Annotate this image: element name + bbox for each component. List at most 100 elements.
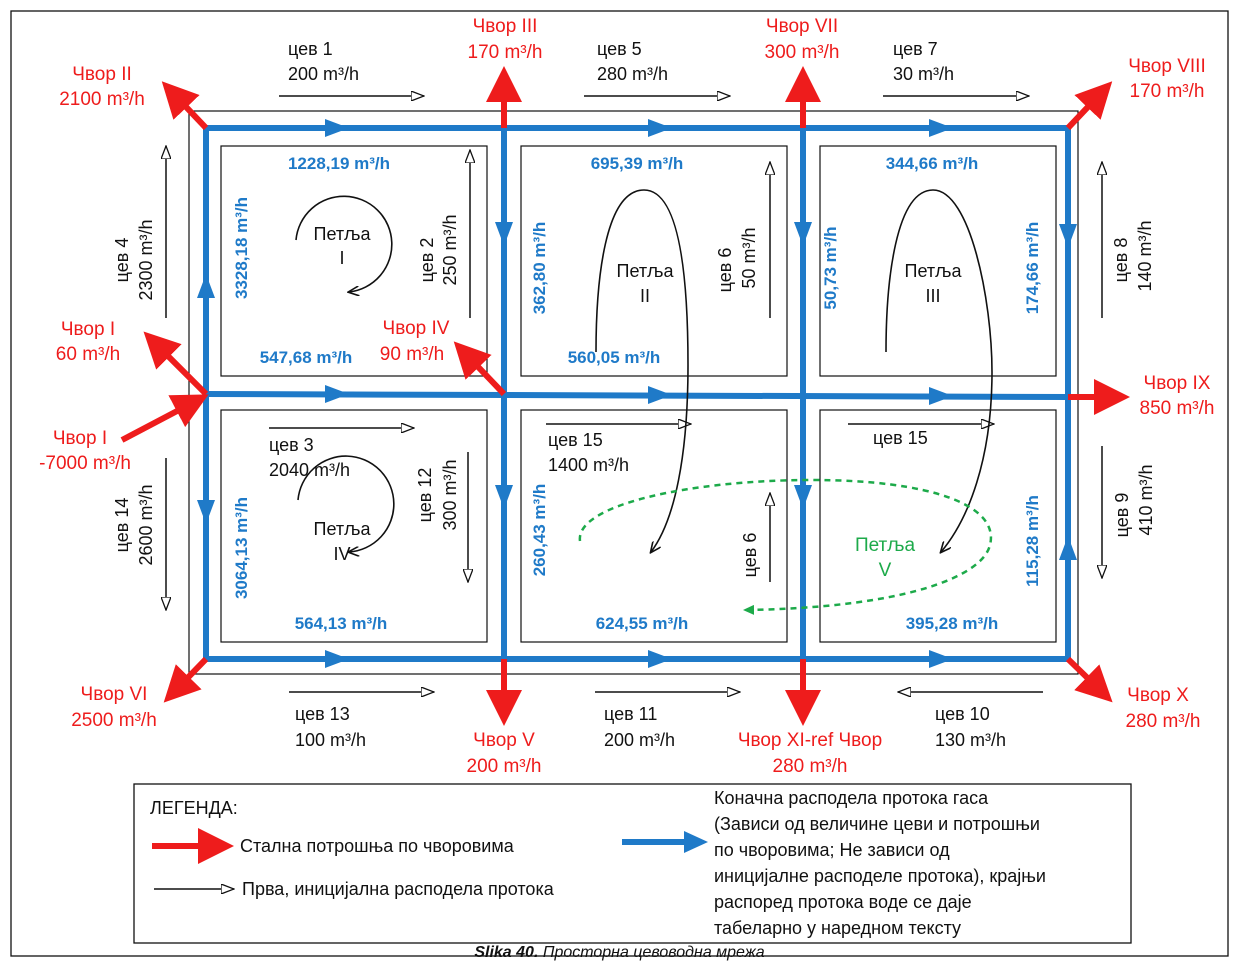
loop-IV-word: Петља: [314, 519, 372, 539]
legend-title: ЛЕГЕНДА:: [150, 798, 238, 818]
pipe-15-flow: 1400 m³/h: [548, 455, 629, 475]
flow-bot-2: 624,55 m³/h: [596, 614, 689, 633]
loop-V-number: V: [879, 560, 892, 581]
flow-col1-upper: 362,80 m³/h: [530, 222, 549, 315]
final-flow-direction-arrows: [197, 119, 1077, 668]
flow-col2-upper: 50,73 m³/h: [821, 226, 840, 309]
node-I-name: Чвор I: [61, 319, 115, 340]
blue-arrow-right: [325, 385, 349, 403]
pipe-1-flow: 200 m³/h: [288, 64, 359, 84]
red-arrow-node-VIII: [1065, 81, 1113, 131]
blue-arrow-up: [197, 274, 215, 298]
red-arrow-node-X: [1065, 656, 1113, 703]
blue-arrow-up: [1059, 536, 1077, 560]
legend-blue-line-1: Коначна расподела протока гаса: [714, 788, 989, 808]
node-V-flow: 200 m³/h: [467, 756, 542, 777]
pipe-9-flow: 410 m³/h: [1136, 464, 1156, 535]
caption-text: Просторна цевоводна мрежа: [542, 944, 765, 961]
pipe-13-name: цев 13: [295, 704, 350, 724]
blue-arrow-right: [648, 119, 672, 137]
node-I-inflow-flow: -7000 m³/h: [39, 453, 131, 474]
blue-arrow-right: [648, 650, 672, 668]
pipe-11-name: цев 11: [604, 704, 657, 724]
flow-top-1: 1228,19 m³/h: [288, 154, 390, 173]
loop-IV-number: IV: [333, 544, 350, 564]
blue-arrow-down: [794, 485, 812, 509]
flow-right-lower: 115,28 m³/h: [1023, 495, 1042, 587]
node-IX-flow: 850 m³/h: [1140, 398, 1215, 419]
blue-arrow-down: [794, 222, 812, 246]
pipe-7-name: цев 7: [893, 39, 938, 59]
pipe-3-flow: 2040 m³/h: [269, 460, 350, 480]
cell-box: [520, 145, 788, 377]
blue-arrow-down: [197, 500, 215, 524]
node-I-flow: 60 m³/h: [56, 344, 120, 365]
node-VII-name: Чвор VII: [766, 16, 838, 37]
blue-arrow-right: [648, 386, 672, 404]
legend-box: [133, 783, 1132, 944]
loop-III-number: III: [925, 286, 940, 306]
cell-box: [819, 409, 1057, 643]
node-X-flow: 280 m³/h: [1126, 711, 1201, 732]
red-arrow-node-II: [161, 81, 209, 131]
blue-arrow-right: [929, 650, 953, 668]
pipe-5-flow: 280 m³/h: [597, 64, 668, 84]
legend-blue-line-5: распоред протока воде се даје: [714, 892, 972, 912]
red-arrow-node-VI: [163, 656, 209, 703]
red-arrow-node-I-inflow: [120, 394, 209, 443]
consumption-arrows: [120, 66, 1130, 726]
pipe-4-flow: 2300 m³/h: [136, 219, 156, 300]
legend: ЛЕГЕНДА: Стална потрошња по чворовима Пр…: [133, 783, 1132, 944]
blue-arrow-right: [929, 119, 953, 137]
node-IV-flow: 90 m³/h: [380, 344, 444, 365]
node-VI-name: Чвор VI: [81, 684, 148, 705]
cell-box: [520, 409, 788, 643]
loop-II-curve: [595, 189, 689, 552]
pipe-7-flow: 30 m³/h: [893, 64, 954, 84]
figure-caption: Slika 40. Просторна цевоводна мрежа: [0, 944, 1239, 962]
pipe-8-name: цев 8: [1111, 238, 1131, 283]
loop-II-number: II: [640, 286, 650, 306]
legend-blue-line-3: по чворовима; Не зависи од: [714, 840, 950, 860]
legend-blue-arrowhead: [684, 831, 708, 853]
blue-arrow-right: [325, 119, 349, 137]
blue-arrow-right: [929, 387, 953, 405]
node-V-name: Чвор V: [473, 730, 535, 751]
flow-left-lower: 3064,13 m³/h: [232, 497, 251, 599]
pipe-6-name: цев 6: [715, 248, 735, 293]
pipe-14-name: цев 14: [112, 498, 132, 553]
loop-curves: [295, 189, 993, 552]
node-VI-flow: 2500 m³/h: [71, 710, 157, 731]
loop-IV-curve: [297, 455, 395, 552]
loop-I-number: I: [339, 248, 344, 268]
pipe-10-flow: 130 m³/h: [935, 730, 1006, 750]
blue-arrow-down: [1059, 224, 1077, 248]
network-outline: [188, 110, 1079, 675]
node-XI-flow: 280 m³/h: [773, 756, 848, 777]
flow-left-upper: 3328,18 m³/h: [232, 197, 251, 299]
pipe-9-name: цев 9: [1112, 493, 1132, 538]
legend-red-text: Стална потрошња по чворовима: [240, 836, 515, 856]
flow-top-3: 344,66 m³/h: [886, 154, 979, 173]
node-III-name: Чвор III: [473, 16, 538, 37]
loop-I-word: Петља: [314, 224, 372, 244]
pipe-12-name: цев 12: [415, 468, 435, 523]
figure-border: [10, 10, 1229, 957]
legend-black-text: Прва, иницијална расподела протока: [242, 879, 555, 899]
blue-arrow-down: [495, 485, 513, 509]
flow-bot-1: 564,13 m³/h: [295, 614, 388, 633]
node-VIII-name: Чвор VIII: [1128, 56, 1205, 77]
loop-II-word: Петља: [617, 261, 675, 281]
cell-box: [220, 145, 488, 377]
flow-bot-3: 395,28 m³/h: [906, 614, 999, 633]
pipe-2-flow: 250 m³/h: [440, 214, 460, 285]
node-I-inflow-name: Чвор I: [53, 428, 107, 449]
legend-blue-line-2: (Зависи од величине цеви и потрошњи: [714, 814, 1040, 834]
flow-mid-2: 560,05 m³/h: [568, 348, 661, 367]
flow-mid-1: 547,68 m³/h: [260, 348, 353, 367]
pipe-12-flow: 300 m³/h: [440, 459, 460, 530]
loop-I-curve: [295, 195, 393, 292]
pipe-15-name: цев 15: [548, 430, 603, 450]
pipe-13-flow: 100 m³/h: [295, 730, 366, 750]
legend-blue-line-4: иницијалне расподеле протока), крајњи: [714, 866, 1046, 886]
